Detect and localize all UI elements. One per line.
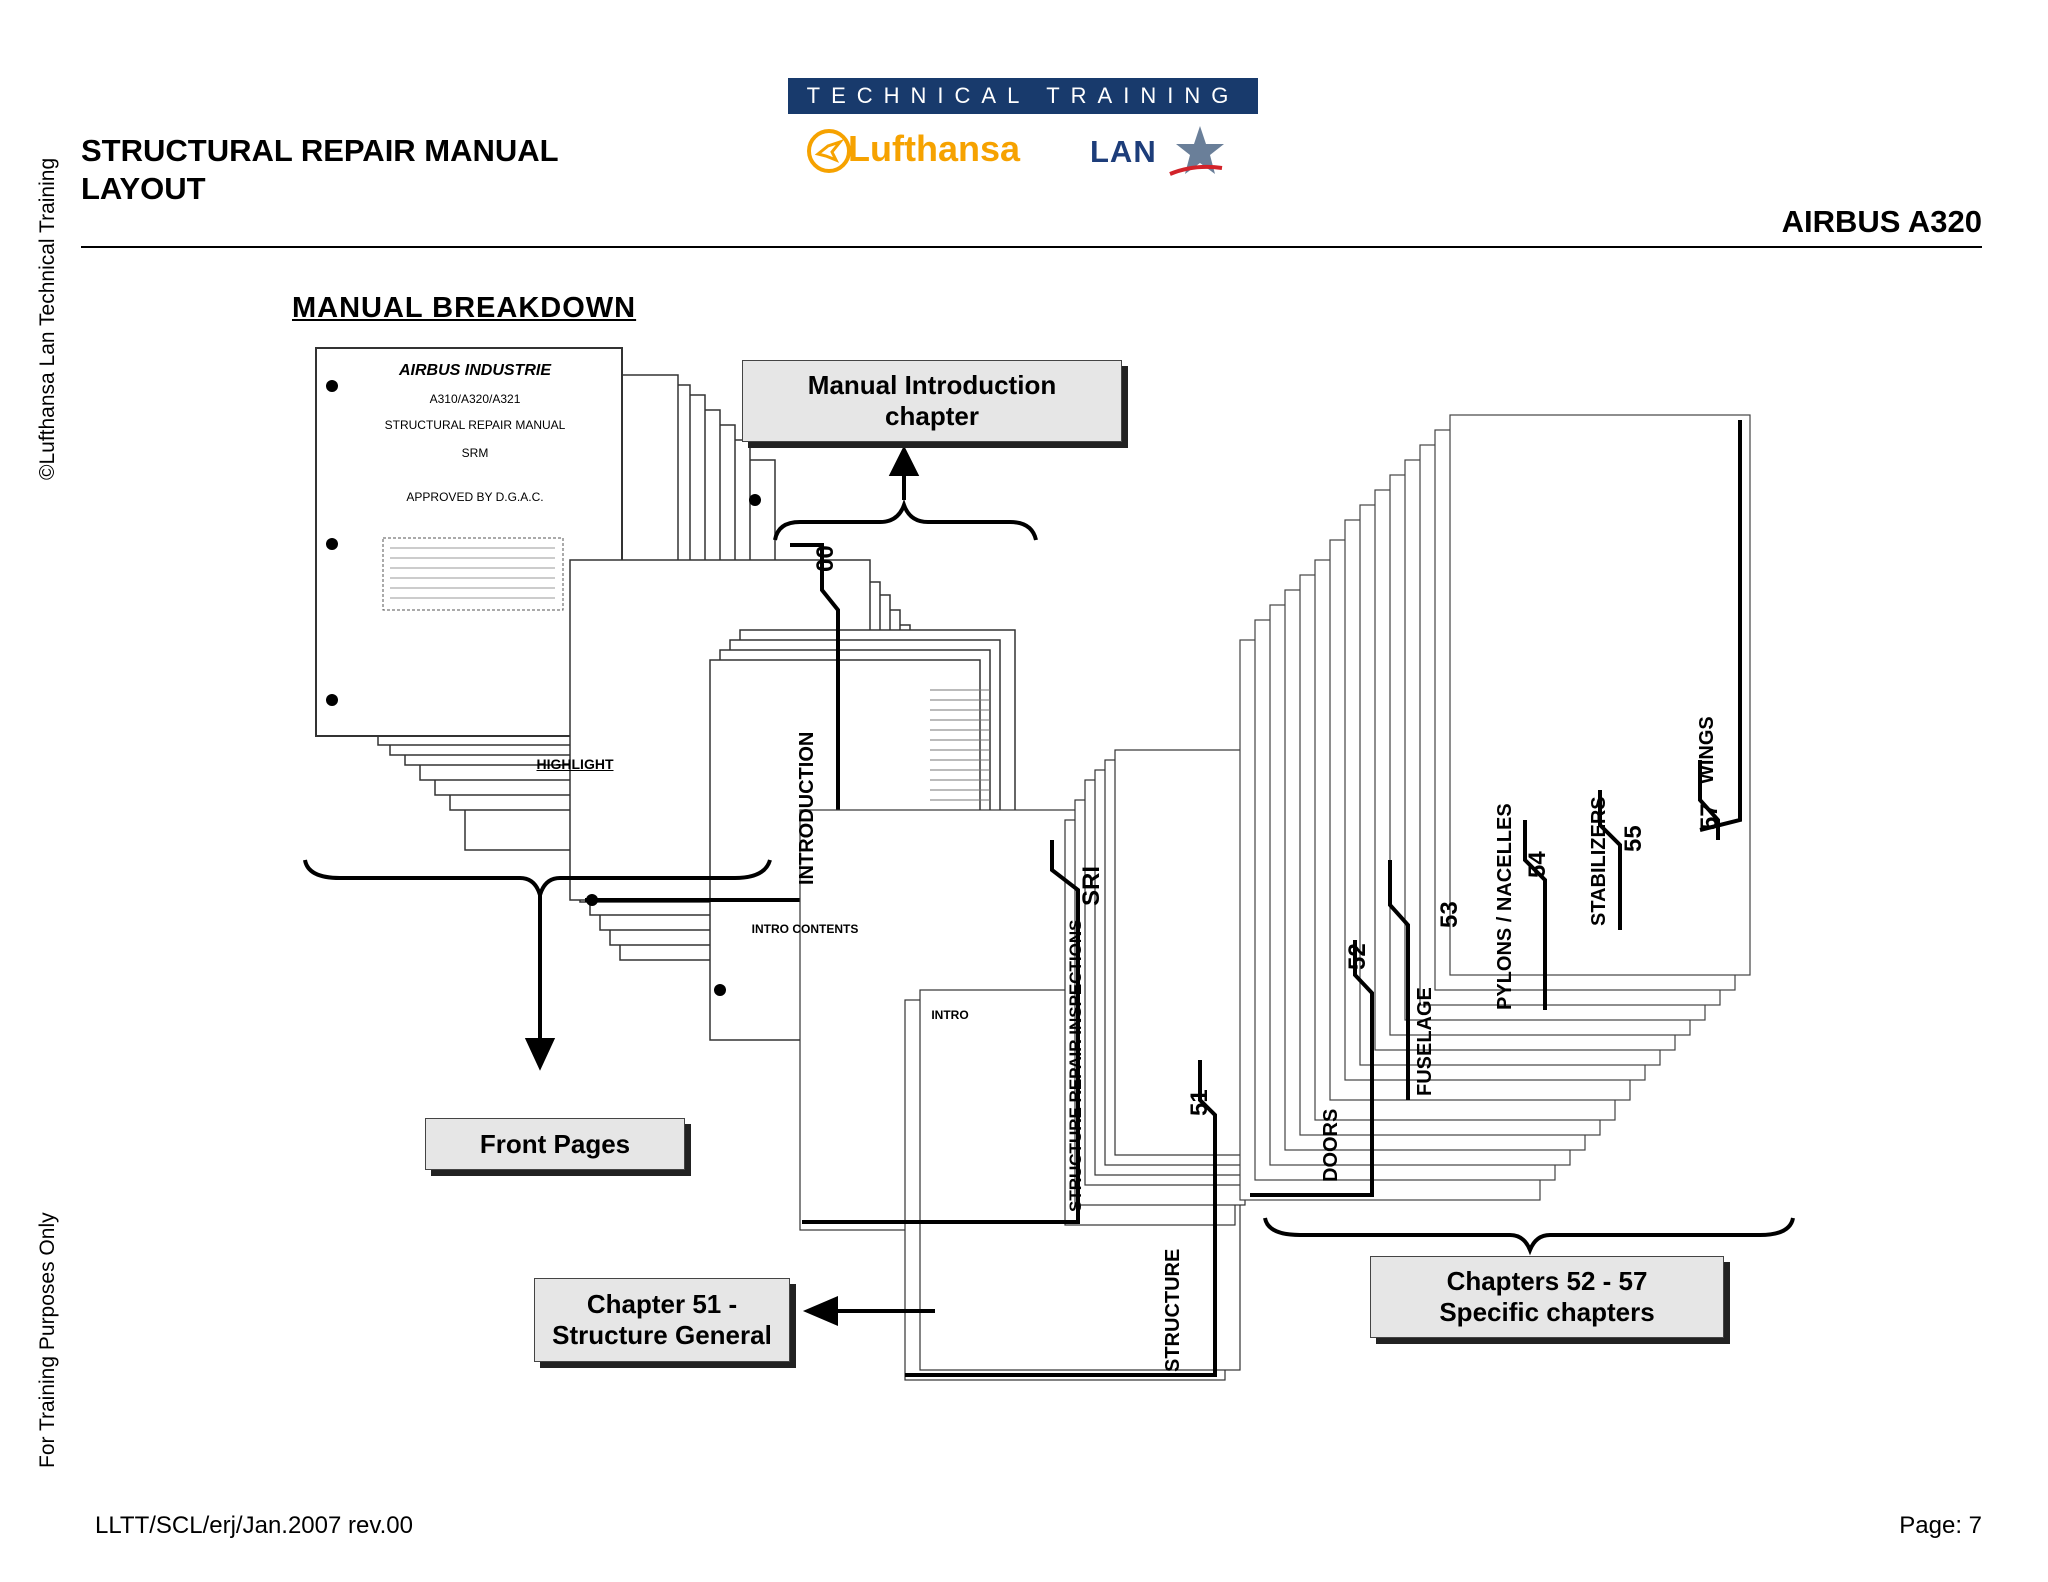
lufthansa-crane-logo: [806, 128, 852, 179]
specific-chapters-box: Chapters 52 - 57 Specific chapters: [1370, 1256, 1724, 1338]
chapter-53-number: 53: [1436, 901, 1463, 928]
chapter-52-name: DOORS: [1320, 1108, 1342, 1182]
lufthansa-logo-text: Lufthansa: [848, 128, 1021, 169]
sri-chapter-label: STRUCTURE REPAIR INSPECTIONS: [1066, 919, 1085, 1213]
page-number: Page: 7: [1899, 1512, 1982, 1539]
intro-tab-number: 00: [812, 545, 839, 572]
header-divider: [81, 246, 1982, 248]
highlight-label: HIGHLIGHT: [536, 756, 614, 772]
chapter-51-line-1: Chapter 51 -: [586, 1289, 738, 1319]
chapter-52-number: 52: [1344, 943, 1371, 970]
sri-tab-label: SRI: [1078, 865, 1105, 906]
front-pages-label: Front Pages: [479, 1128, 631, 1159]
chapter-53-name: FUSELAGE: [1414, 987, 1436, 1096]
chapter-51-number: 51: [1186, 1089, 1213, 1116]
intro-short-label: INTRO: [931, 1008, 969, 1022]
page-title: STRUCTURAL REPAIR MANUAL LAYOUT: [81, 132, 559, 208]
document-reference: LLTT/SCL/erj/Jan.2007 rev.00: [95, 1512, 413, 1539]
lan-logo-text: LAN: [1090, 134, 1157, 169]
diagram-heading: MANUAL BREAKDOWN: [292, 292, 637, 324]
cover-approval: APPROVED BY D.G.A.C.: [406, 490, 544, 504]
title-line-2: LAYOUT: [81, 171, 206, 206]
specific-chapters-line-1: Chapters 52 - 57: [1446, 1266, 1648, 1296]
chapter-54-number: 54: [1524, 851, 1551, 878]
front-pages-box: Front Pages: [425, 1118, 685, 1170]
lan-star-logo: [1166, 124, 1226, 185]
technical-training-banner: TECHNICAL TRAINING: [788, 78, 1258, 114]
aircraft-label: AIRBUS A320: [1781, 204, 1982, 239]
chapter-51-box: Chapter 51 - Structure General: [534, 1278, 790, 1362]
intro-chapter-label: INTRODUCTION: [796, 731, 818, 885]
title-line-1: STRUCTURAL REPAIR MANUAL: [81, 133, 559, 168]
specific-chapters-line-2: Specific chapters: [1439, 1297, 1655, 1327]
manual-introduction-line-1: Manual Introduction: [807, 370, 1057, 400]
manual-introduction-line-2: chapter: [885, 401, 979, 431]
chapter-55-name: STABILIZERS: [1588, 796, 1610, 926]
chapter-54-name: PYLONS / NACELLES: [1494, 803, 1516, 1010]
cover-publisher: AIRBUS INDUSTRIE: [398, 362, 551, 379]
intro-contents-label: INTRO CONTENTS: [751, 922, 859, 936]
chapter-57-name: WINGS: [1696, 716, 1718, 784]
chapter-51-name: STRUCTURE: [1162, 1248, 1184, 1372]
cover-models: A310/A320/A321: [429, 392, 521, 406]
chapter-51-line-2: Structure General: [552, 1320, 772, 1350]
manual-introduction-box: Manual Introduction chapter: [742, 360, 1122, 442]
cover-abbrev: SRM: [461, 446, 489, 460]
chapter-55-number: 55: [1620, 825, 1647, 852]
cover-manual-title: STRUCTURAL REPAIR MANUAL: [384, 418, 566, 432]
chapter-57-number: 57: [1696, 803, 1723, 830]
